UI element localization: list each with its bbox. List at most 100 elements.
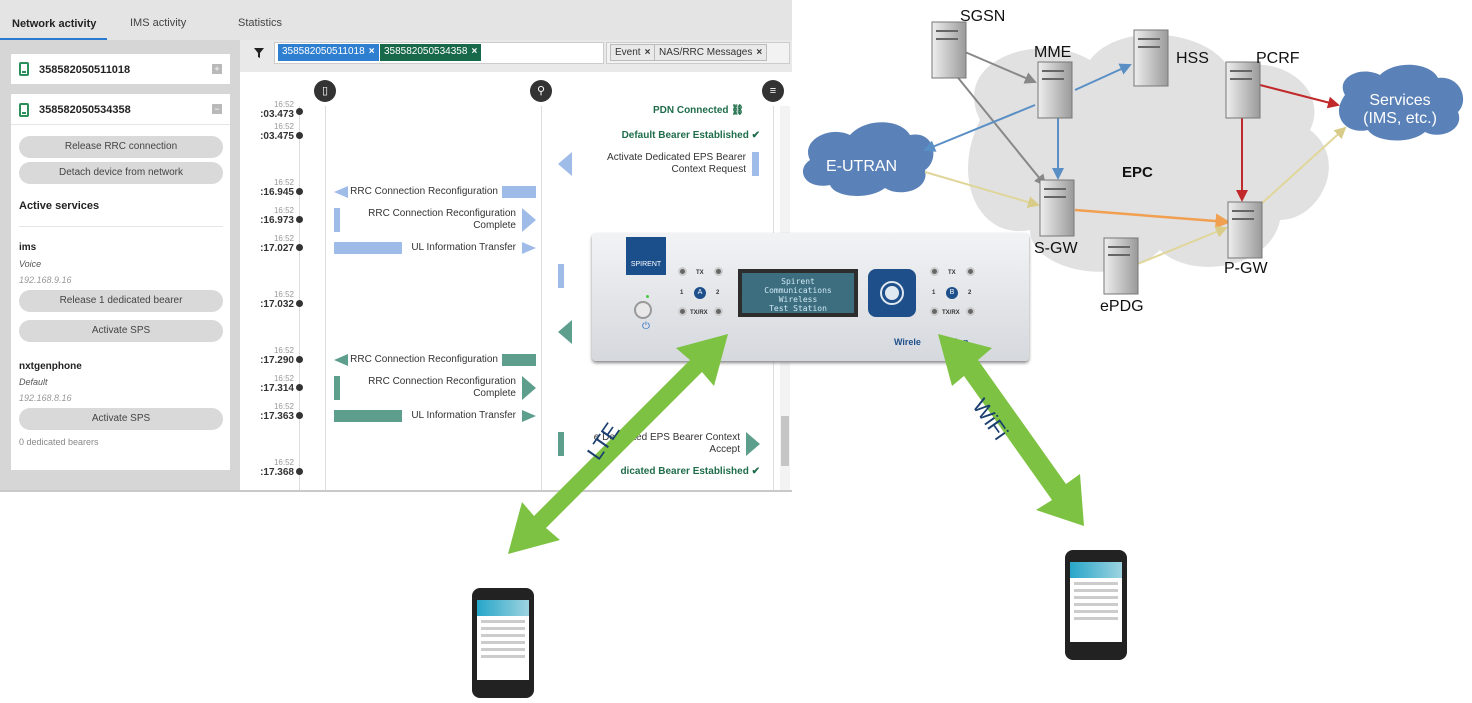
link-epdg-pgw — [1134, 226, 1228, 266]
message-bar — [558, 264, 564, 288]
device-sidebar: 358582050511018 + 358582050534358 − Rele… — [0, 40, 240, 490]
port-knob — [966, 267, 975, 276]
ul-information-transfer-message[interactable]: UL Information Transfer — [411, 410, 516, 421]
type-filter-chip[interactable]: NAS/RRC Messages× — [654, 44, 768, 61]
activate-sps-button[interactable]: Activate SPS — [19, 320, 223, 342]
tx-label: TX — [948, 270, 956, 276]
detach-device-button[interactable]: Detach device from network — [19, 162, 223, 184]
enodeb-tower-icon: ⚲ — [530, 80, 552, 102]
divider — [19, 226, 223, 227]
link-icon: ⛓ — [731, 105, 744, 116]
timestamp: 16:52:17.032 — [260, 290, 294, 310]
lte-phone-image — [472, 588, 534, 698]
activate-sps-button[interactable]: Activate SPS — [19, 408, 223, 430]
power-icon: ⏻ — [642, 321, 650, 332]
message-bar — [558, 432, 564, 456]
service-ip: 192.168.8.16 — [19, 393, 72, 403]
navigation-pad[interactable] — [868, 269, 916, 317]
type-filter-chip[interactable]: Event× — [610, 44, 656, 61]
port-knob — [714, 307, 723, 316]
eutran-label: E-UTRAN — [826, 158, 898, 175]
dedicated-bearer-count: 0 dedicated bearers — [19, 437, 99, 447]
network-diagram — [802, 21, 1464, 295]
pcrf-label: PCRF — [1256, 50, 1300, 67]
wifi-arrow — [938, 334, 1084, 526]
link-pgw-services — [1259, 126, 1347, 206]
collapse-icon[interactable]: − — [212, 104, 222, 114]
timeline-dot — [296, 216, 303, 223]
service-name: ims — [19, 242, 37, 253]
timestamp: 16:52:17.290 — [260, 346, 294, 366]
timeline-dot — [296, 244, 303, 251]
rrc-reconfiguration-complete-message[interactable]: RRC Connection Reconfiguration Complete — [368, 376, 516, 399]
select-button[interactable] — [882, 283, 902, 303]
release-rrc-button[interactable]: Release RRC connection — [19, 136, 223, 158]
chip-label: 358582050534358 — [384, 46, 468, 57]
epdg-server-icon — [1103, 237, 1139, 295]
device-number: 358582050511018 — [39, 64, 131, 76]
power-button[interactable] — [634, 301, 652, 319]
filter-icon[interactable] — [254, 48, 264, 58]
timestamp: 16:52:17.314 — [260, 374, 294, 394]
timeline-dot — [296, 300, 303, 307]
dedicated-bearer-event[interactable]: dicated Bearer Established ✔ — [620, 466, 760, 477]
rrc-reconfiguration-message[interactable]: RRC Connection Reconfiguration — [350, 186, 498, 197]
link-mme-eutran — [923, 104, 1036, 152]
ul-information-transfer-message[interactable]: UL Information Transfer — [411, 242, 516, 253]
message-bar — [334, 410, 402, 422]
expand-icon[interactable]: + — [212, 64, 222, 74]
timeline-dot — [296, 412, 303, 419]
wifi-phone-image — [1065, 550, 1127, 660]
link-sgw-pgw — [1074, 208, 1231, 229]
tab-network-activity[interactable]: Network activity — [0, 10, 107, 40]
default-bearer-event[interactable]: Default Bearer Established ✔ — [621, 130, 760, 141]
remove-chip-icon[interactable]: × — [756, 47, 763, 58]
imsi-filter-chip[interactable]: 358582050534358× — [380, 44, 482, 61]
pcrf-server-icon — [1225, 61, 1261, 119]
timeline-dot — [296, 384, 303, 391]
hss-server-icon — [1133, 29, 1169, 87]
check-icon: ✔ — [751, 130, 760, 141]
message-arrow — [522, 208, 536, 232]
check-icon: ✔ — [751, 466, 760, 477]
pdn-connected-event[interactable]: PDN Connected ⛓ — [652, 105, 744, 116]
activate-bearer-request-message[interactable]: Activate Dedicated EPS Bearer Context Re… — [607, 152, 746, 175]
release-dedicated-bearer-button[interactable]: Release 1 dedicated bearer — [19, 290, 223, 312]
link-eutran-sgw — [924, 171, 1040, 208]
txrx-label: TX/RX — [942, 310, 960, 316]
pgw-server-icon — [1227, 201, 1263, 259]
enodeb-lane — [541, 106, 542, 490]
link-sgsn-mme — [964, 51, 1037, 84]
services-cloud — [1338, 64, 1464, 141]
port-knob — [678, 267, 687, 276]
device-card[interactable]: 358582050511018 + — [11, 54, 230, 84]
ue-lane — [325, 106, 326, 490]
tab-statistics[interactable]: Statistics — [238, 17, 283, 29]
rrc-reconfiguration-message[interactable]: RRC Connection Reconfiguration — [350, 354, 498, 365]
network-activity-app: Network activity IMS activity Statistics… — [0, 0, 792, 492]
message-arrow — [522, 242, 536, 254]
epc-label: EPC — [1122, 164, 1153, 181]
sgw-server-icon — [1039, 179, 1075, 237]
rrc-reconfiguration-complete-message[interactable]: RRC Connection Reconfiguration Complete — [368, 208, 516, 231]
filter-bar: 358582050511018× 358582050534358× Event×… — [240, 40, 792, 72]
port-knob — [714, 267, 723, 276]
link-mme-hss — [1074, 63, 1132, 91]
device-card-expanded: 358582050534358 − Release RRC connection… — [11, 94, 230, 470]
imsi-filter-chip[interactable]: 358582050511018× — [278, 44, 379, 61]
remove-chip-icon[interactable]: × — [471, 46, 478, 57]
port-num: 2 — [968, 290, 972, 296]
tab-ims-activity[interactable]: IMS activity — [130, 17, 187, 29]
remove-chip-icon[interactable]: × — [644, 47, 651, 58]
bearer-context-accept-message[interactable]: e Dedicated EPS Bearer Context Accept — [593, 432, 740, 455]
message-flow-panel: 358582050511018× 358582050534358× Event×… — [240, 40, 792, 490]
port-knob — [966, 307, 975, 316]
remove-chip-icon[interactable]: × — [368, 46, 375, 57]
active-services-heading: Active services — [19, 200, 100, 212]
chip-label: 358582050511018 — [282, 46, 365, 57]
port-num: 1 — [680, 290, 684, 296]
core-database-icon: ≡ — [762, 80, 784, 102]
scrollbar-thumb[interactable] — [781, 416, 789, 466]
